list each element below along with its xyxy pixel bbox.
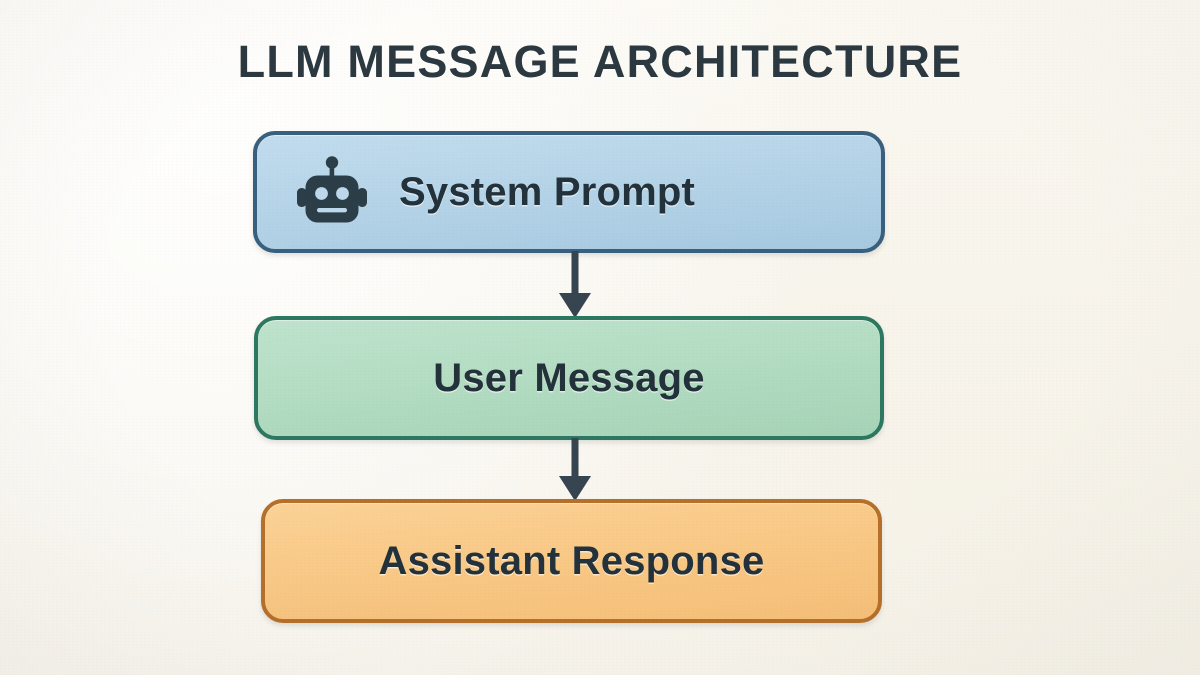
node-label-assistant-response: Assistant Response bbox=[378, 538, 765, 583]
arrow-user-to-assistant bbox=[559, 438, 591, 501]
node-user-message[interactable]: User Message bbox=[254, 316, 884, 440]
robot-icon bbox=[297, 156, 367, 223]
node-system-prompt[interactable]: System Prompt bbox=[253, 131, 885, 253]
page-title: LLM MESSAGE ARCHITECTURE bbox=[237, 36, 963, 87]
node-label-user-message: User Message bbox=[433, 355, 705, 400]
arrow-system-to-user bbox=[559, 251, 591, 318]
node-assistant-response[interactable]: Assistant Response bbox=[261, 499, 882, 623]
node-label-system-prompt: System Prompt bbox=[399, 169, 696, 214]
